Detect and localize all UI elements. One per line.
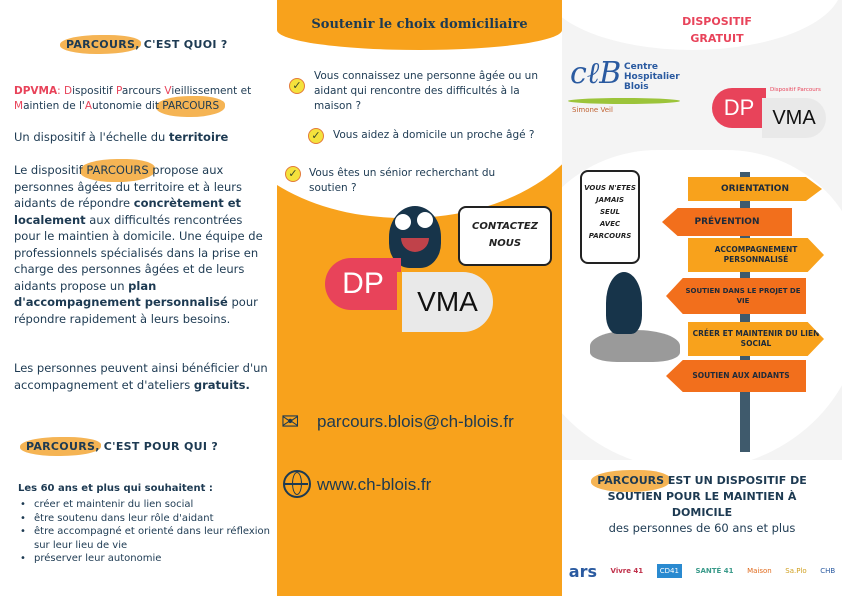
mascot-salamander <box>389 206 441 268</box>
territory-text: Un dispositif à l'échelle du territoire <box>14 130 229 144</box>
logo-maison: Maison <box>747 567 772 575</box>
question-2: Vous aidez à domicile un proche âgé ? <box>333 129 535 141</box>
logo-vma: VMA <box>397 272 493 332</box>
logo-ars: ars <box>568 561 597 581</box>
tagline-sub: des personnes de 60 ans et plus <box>608 521 796 535</box>
middle-panel: Soutenir le choix domiciliaire ✓ Vous co… <box>277 0 562 596</box>
logo-chb: CHB <box>820 567 836 575</box>
list-item: être soutenu dans leur rôle d'aidant <box>14 512 274 526</box>
logo-cd41: CD41 <box>656 564 682 578</box>
dpvma-definition: DPVMA: Dispositif Parcours Vieillissemen… <box>14 85 252 117</box>
check-icon: ✓ <box>285 166 301 182</box>
question-3: Vous êtes un sénior recherchant du souti… <box>309 167 496 194</box>
question-1: Vous connaissez une personne âgée ou un … <box>314 70 538 112</box>
title-band <box>277 0 562 50</box>
sign-accompagnement: ACCOMPAGNEMENT PERSONNALISÉ <box>688 238 824 272</box>
sign-projet-de-vie: SOUTIEN DANS LE PROJET DE VIE <box>666 278 806 314</box>
globe-icon <box>283 470 311 498</box>
tagline: PARCOURS EST UN DISPOSITIF DE SOUTIEN PO… <box>591 470 807 519</box>
rock-image <box>590 330 680 362</box>
logo-vivre41: Vivre 41 <box>610 567 644 575</box>
who-intro: Les 60 ans et plus qui souhaitent : <box>18 483 213 494</box>
contact-bubble: CONTACTEZ NOUS <box>458 206 552 266</box>
sign-prevention: PRÉVENTION <box>662 208 792 236</box>
who-list: créer et maintenir du lien social être s… <box>14 498 274 566</box>
left-panel: PARCOURS, C'EST QUOI ? DPVMA: Dispositif… <box>0 0 277 596</box>
logo-vma: VMA <box>762 98 826 138</box>
list-item: créer et maintenir du lien social <box>14 498 274 512</box>
email-link[interactable]: parcours.blois@ch-blois.fr <box>317 412 514 431</box>
check-icon: ✓ <box>308 128 324 144</box>
logo-saplo: Sa.Plo <box>785 567 807 575</box>
check-icon: ✓ <box>289 78 305 94</box>
list-item: préserver leur autonomie <box>14 552 274 566</box>
logo-sante41: SANTÉ 41 <box>695 567 734 575</box>
mid-title: Soutenir le choix domiciliaire <box>311 17 528 32</box>
website-link[interactable]: www.ch-blois.fr <box>317 475 432 494</box>
dp-top-label: Dispositif Parcours <box>770 87 821 93</box>
benefit-paragraph: Les personnes peuvent ainsi bénéficier d… <box>14 361 268 392</box>
logo-dp: DP <box>712 88 766 128</box>
free-label: DISPOSITIF GRATUIT <box>682 15 752 45</box>
partner-logos: ars Vivre 41 CD41 SANTÉ 41 Maison Sa.Plo… <box>562 556 842 586</box>
mail-icon: ✉ <box>281 410 300 435</box>
list-item: être accompagné et orienté dans leur réf… <box>14 525 274 552</box>
section-title-who: PARCOURS, C'EST POUR QUI ? <box>19 437 219 456</box>
sign-orientation: ORIENTATION <box>688 177 822 201</box>
sign-lien-social: CRÉER ET MAINTENIR DU LIEN SOCIAL <box>688 322 824 356</box>
sign-aidants: SOUTIEN AUX AIDANTS <box>666 360 806 392</box>
mascot-salamander <box>606 272 642 334</box>
logo-dp: DP <box>325 258 401 310</box>
description-paragraph: Le dispositif PARCOURS propose aux perso… <box>14 159 263 326</box>
section-title-what: PARCOURS, C'EST QUOI ? <box>59 35 228 54</box>
